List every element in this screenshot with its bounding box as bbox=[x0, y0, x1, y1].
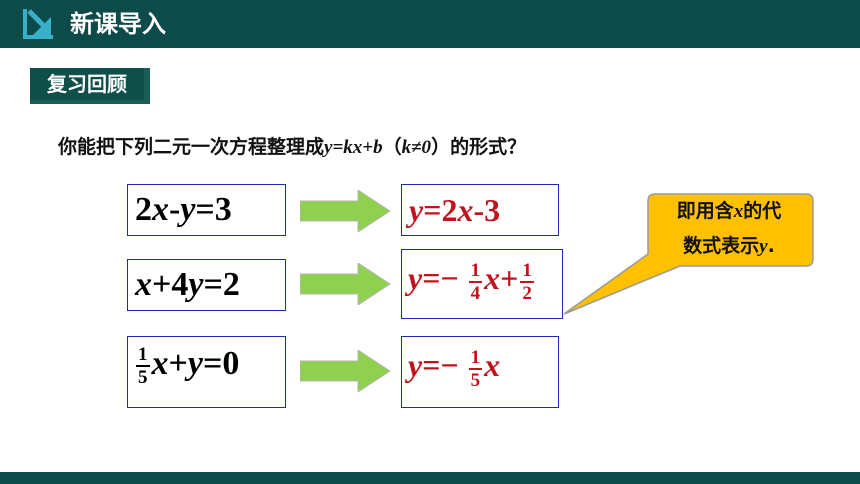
question-paren-close: ） bbox=[431, 136, 451, 158]
footer-bar bbox=[0, 472, 860, 484]
question-suffix: 的形式？ bbox=[450, 136, 527, 158]
arrow-down-right-icon bbox=[20, 6, 56, 42]
equation-box-1: 2x-y=3 bbox=[127, 184, 286, 236]
section-badge: 复习回顾 bbox=[30, 68, 150, 104]
callout-text: 即用含x的代 数式表示y. bbox=[676, 200, 782, 257]
question-paren-open: （ bbox=[382, 136, 402, 158]
answer-box-1: y=2x-3 bbox=[401, 184, 559, 236]
header-bar: 新课导入 bbox=[0, 0, 860, 48]
arrow-right-icon-3 bbox=[300, 350, 391, 392]
question-text: 你能把下列二元一次方程整理成y=kx+b（k≠0）的形式？ bbox=[58, 132, 526, 159]
arrow-right-icon-2 bbox=[300, 263, 391, 305]
question-formula: y=kx+b bbox=[324, 137, 383, 158]
question-prefix: 你能把下列二元一次方程整理成 bbox=[58, 136, 325, 158]
equation-box-2: x+4y=2 bbox=[127, 259, 286, 311]
question-condition: k≠0 bbox=[401, 137, 432, 158]
page-title: 新课导入 bbox=[70, 10, 166, 38]
arrow-right-icon-1 bbox=[300, 190, 391, 232]
section-badge-label: 复习回顾 bbox=[30, 68, 144, 100]
callout-bubble bbox=[563, 193, 814, 315]
